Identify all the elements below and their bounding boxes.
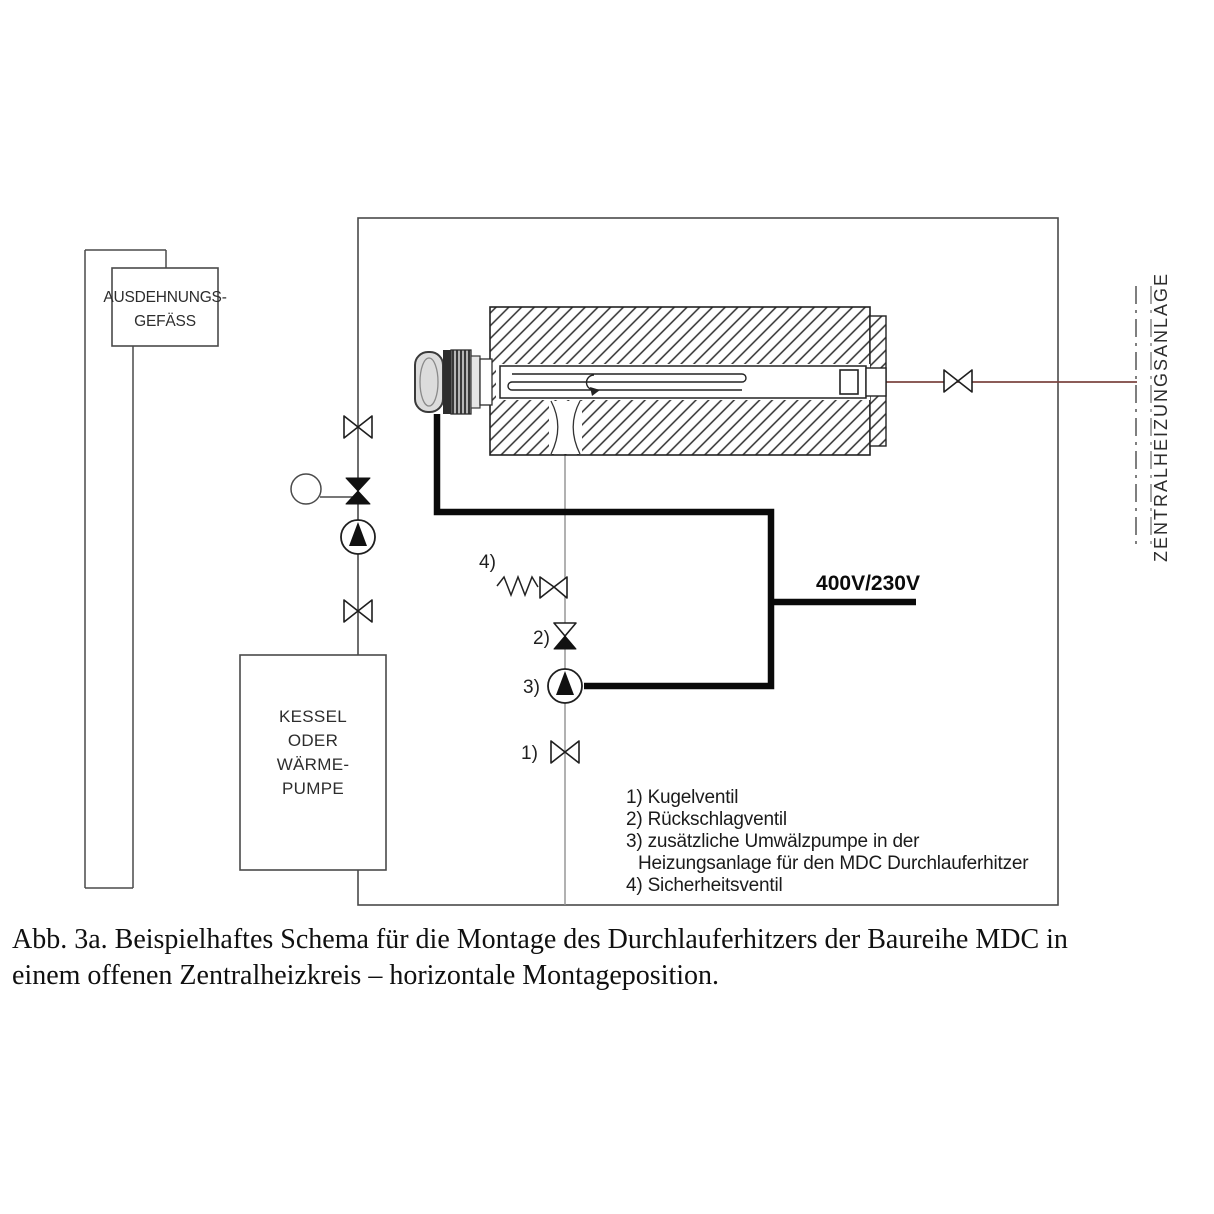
boiler-circuit-valves	[290, 415, 376, 623]
expansion-loop-piping	[84, 249, 167, 889]
caption-line1: Abb. 3a. Beispielhaftes Schema für die M…	[12, 924, 1068, 955]
marker-3: 3)	[523, 677, 540, 698]
boiler-label-line2: ODER	[288, 731, 338, 750]
expansion-vessel-box: AUSDEHNUNGS- GEFÄSS	[103, 267, 227, 347]
heater-outlet-coupling	[865, 367, 887, 397]
boiler-box: KESSEL ODER WÄRME- PUMPE	[239, 654, 387, 871]
check-valve-icon	[553, 622, 577, 650]
legend-item-1: 1) Kugelventil	[626, 787, 738, 808]
gauge-icon	[290, 473, 358, 505]
boiler-label-line1: KESSEL	[279, 707, 347, 726]
power-rating-label: 400V/230V	[816, 572, 920, 595]
legend-item-3: 3) zusätzliche Umwälzpumpe in der	[626, 831, 920, 852]
system-boundary	[1135, 286, 1152, 546]
central-heating-label: ZENTRALHEIZUNGSANLAGE	[1151, 272, 1171, 562]
expansion-label-line1: AUSDEHNUNGS-	[103, 289, 226, 306]
heating-element	[507, 373, 747, 391]
flow-ball-valve-icon	[943, 369, 973, 393]
heater-bottom-nozzle	[549, 400, 582, 455]
marker-1: 1)	[521, 743, 538, 764]
marker-4: 4)	[479, 552, 496, 573]
boiler-label-line3: WÄRME-	[277, 755, 350, 774]
mdc-heater-body	[414, 306, 887, 456]
heater-left-fitting	[414, 349, 493, 415]
circulation-pump-icon	[547, 668, 583, 704]
safety-valve-icon	[496, 574, 568, 599]
figure-caption: Abb. 3a. Beispielhaftes Schema für die M…	[12, 924, 1068, 991]
ball-valve-icon	[343, 599, 373, 623]
legend-item-4: 4) Sicherheitsventil	[626, 875, 783, 896]
heater-supply-components	[496, 574, 583, 764]
ball-valve-icon	[343, 415, 373, 439]
boiler-label-line4: PUMPE	[282, 779, 344, 798]
legend: 1) Kugelventil 2) Rückschlagventil 3) zu…	[626, 787, 1029, 896]
ball-valve-icon	[550, 740, 580, 764]
pump-icon	[340, 519, 376, 555]
power-wiring	[433, 414, 916, 690]
expansion-label-line2: GEFÄSS	[134, 313, 196, 330]
enclosure-boundary	[357, 217, 1059, 906]
caption-line2: einem offenen Zentralheizkreis – horizon…	[12, 960, 719, 991]
check-valve-icon	[345, 477, 371, 505]
flow-arrow	[590, 387, 600, 396]
legend-item-2: 2) Rückschlagventil	[626, 809, 787, 830]
legend-item-3-continued: Heizungsanlage für den MDC Durchlauferhi…	[638, 853, 1029, 874]
marker-2: 2)	[533, 628, 550, 649]
